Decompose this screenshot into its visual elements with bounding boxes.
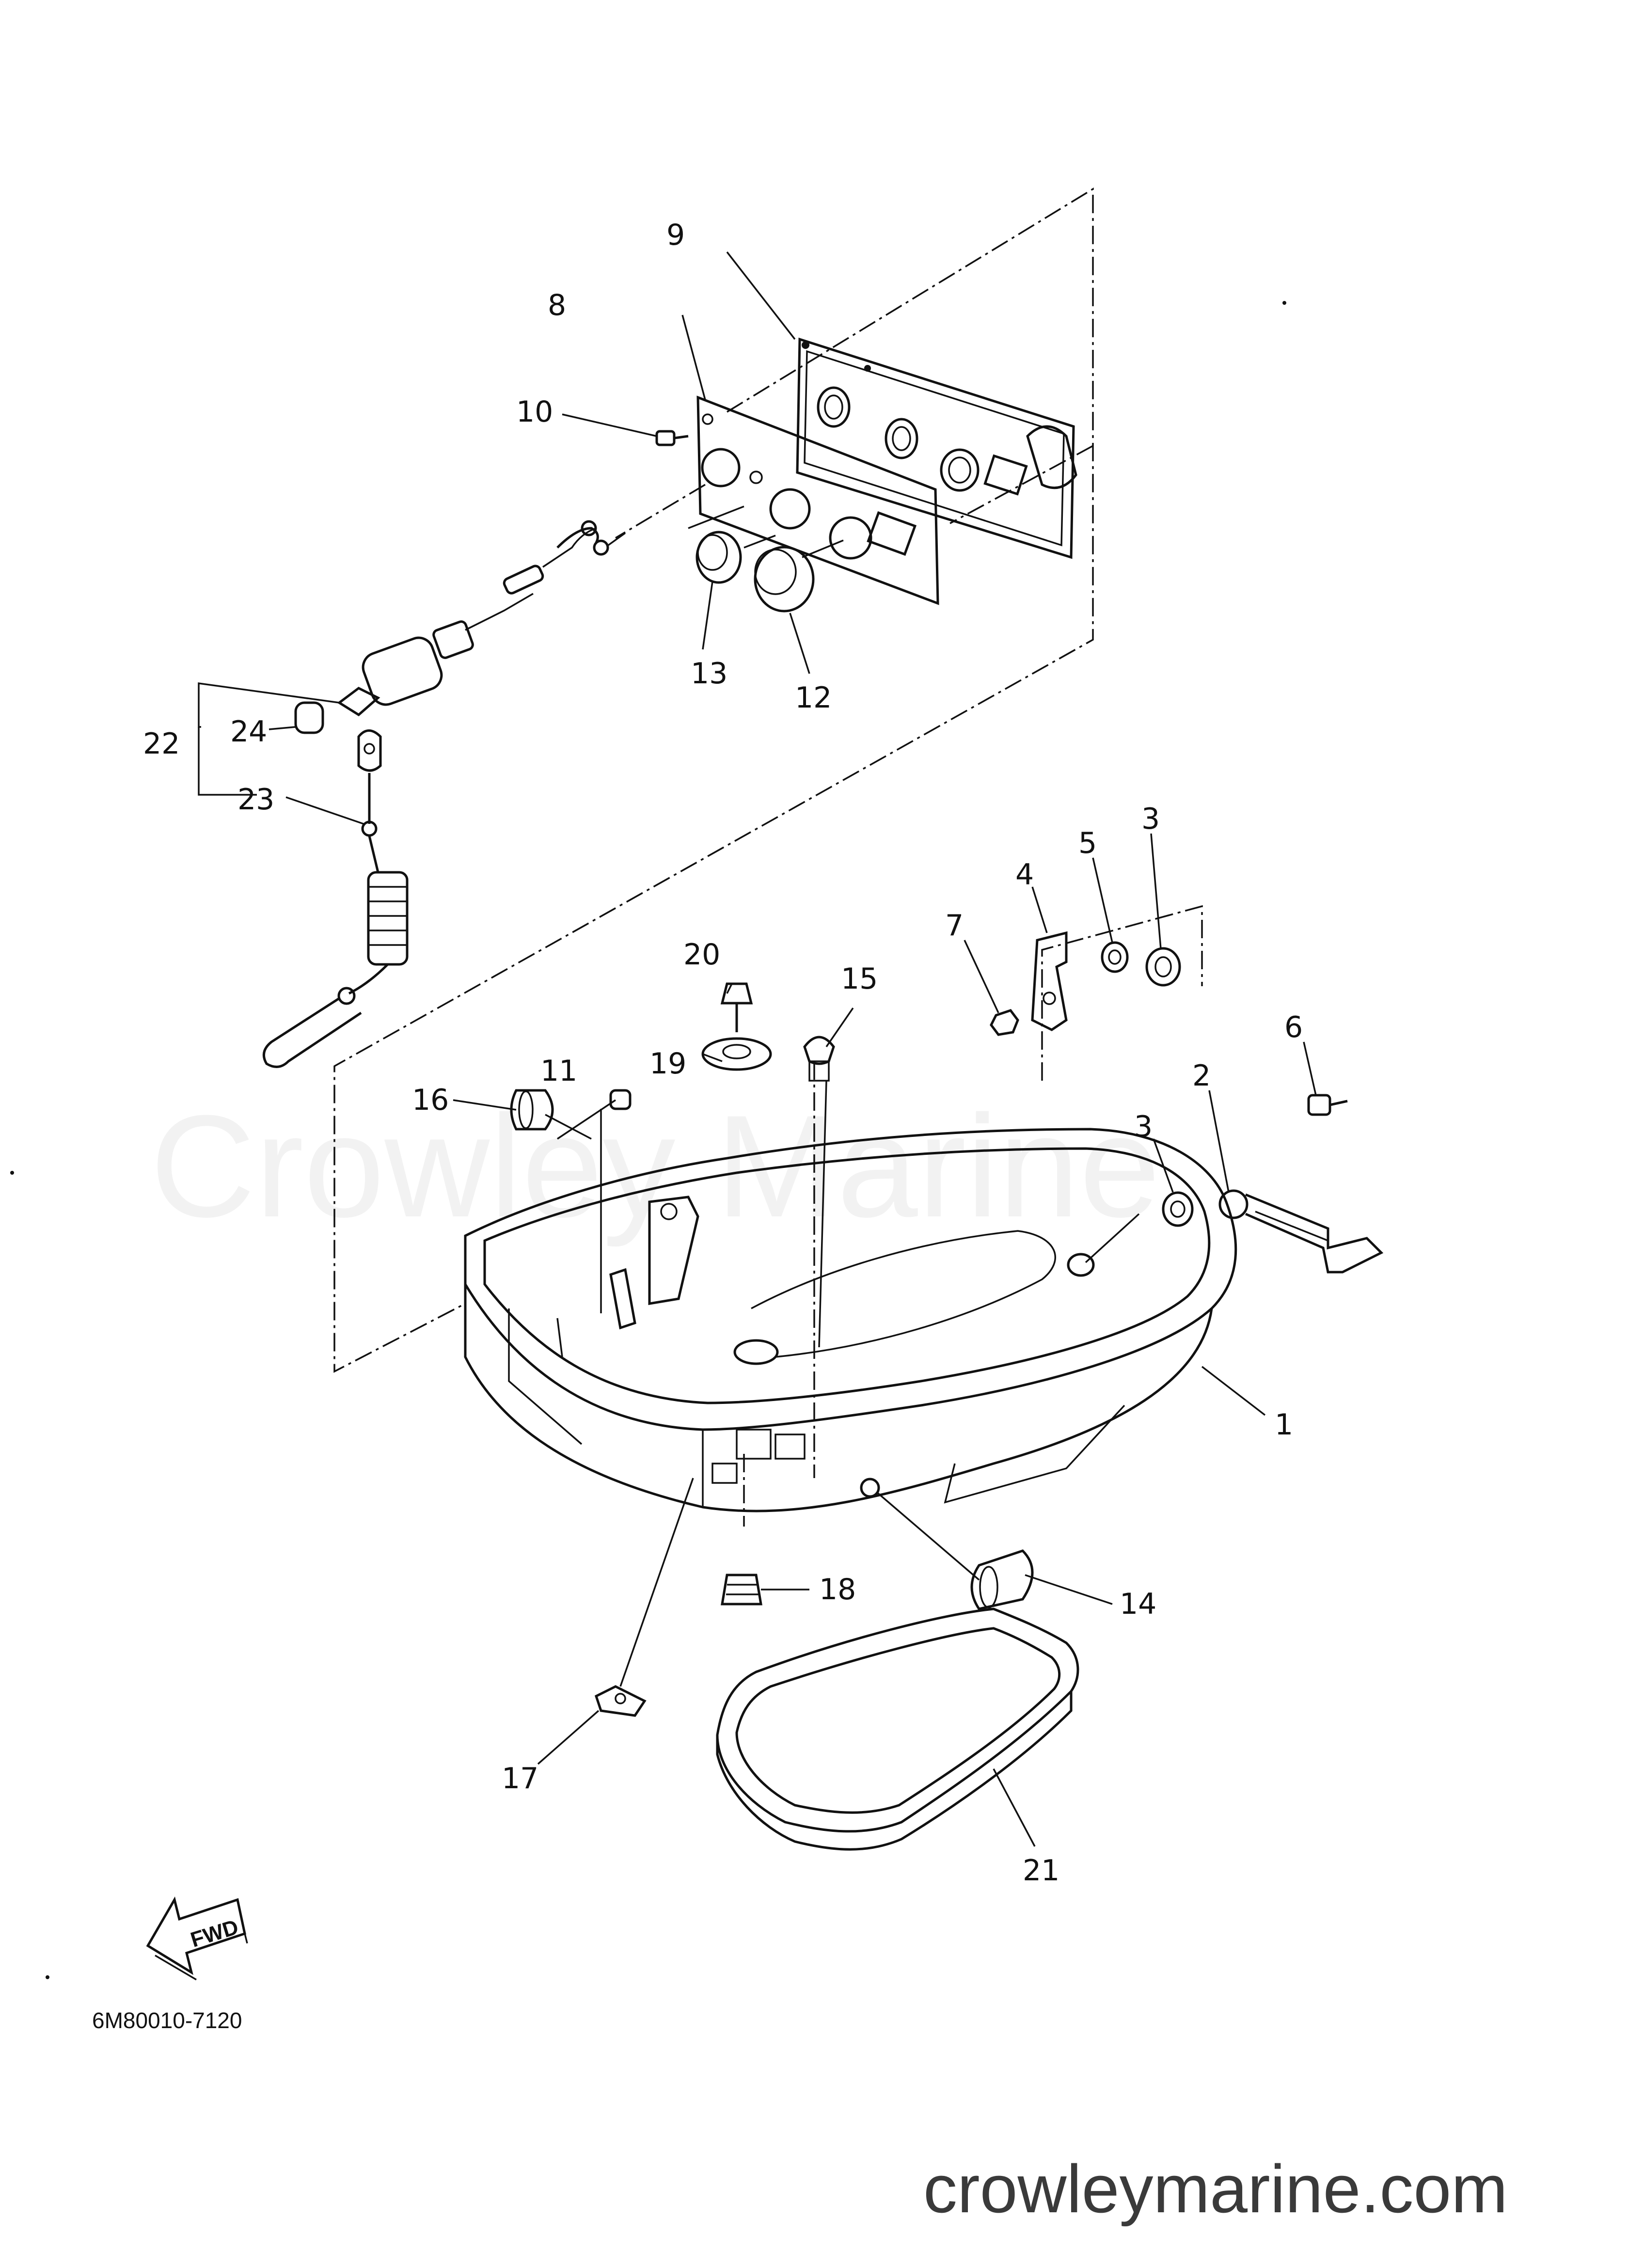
callout-11: 11 bbox=[540, 1054, 577, 1088]
callout-13: 13 bbox=[691, 657, 727, 691]
lanyard-23 bbox=[262, 729, 409, 1068]
callout-8: 8 bbox=[548, 288, 566, 322]
callout-12: 12 bbox=[795, 681, 832, 715]
bottom-cowling-1 bbox=[464, 1128, 1237, 1512]
callout-22: 22 bbox=[143, 727, 180, 761]
callout-17: 17 bbox=[502, 1762, 538, 1796]
grommet-18 bbox=[721, 1574, 762, 1606]
screw-10 bbox=[655, 430, 689, 446]
nut-7 bbox=[990, 1009, 1019, 1036]
stop-switch-22 bbox=[337, 520, 626, 717]
grommet-15 bbox=[803, 1036, 835, 1082]
callout-14: 14 bbox=[1120, 1587, 1156, 1621]
diagram-code: 6M80010-7120 bbox=[92, 2008, 242, 2033]
callout-16: 16 bbox=[412, 1083, 449, 1117]
cap-12 bbox=[754, 546, 815, 613]
leader-lines bbox=[198, 251, 1317, 1847]
plate-8 bbox=[696, 395, 939, 605]
speck bbox=[10, 1171, 14, 1175]
callout-5: 5 bbox=[1078, 826, 1097, 860]
callout-15: 15 bbox=[841, 962, 878, 996]
clip-17 bbox=[594, 1685, 647, 1717]
callout-1: 1 bbox=[1275, 1408, 1293, 1442]
bolt-6 bbox=[1307, 1094, 1348, 1116]
lever-2 bbox=[1218, 1189, 1384, 1274]
washer-3-lower bbox=[1162, 1191, 1194, 1227]
bracket-4 bbox=[1031, 931, 1068, 1031]
callout-9: 9 bbox=[666, 218, 685, 252]
fwd-label: FWD bbox=[188, 1915, 241, 1952]
plug-16 bbox=[510, 1089, 554, 1131]
callout-20: 20 bbox=[683, 938, 720, 972]
callout-3-lower: 3 bbox=[1134, 1110, 1153, 1144]
washer-19 bbox=[701, 1037, 772, 1071]
plug-14 bbox=[970, 1549, 1034, 1610]
watermark-text: Crowley Marine bbox=[150, 1085, 1160, 1248]
switch-panel-9 bbox=[796, 337, 1077, 559]
callout-4: 4 bbox=[1015, 858, 1034, 892]
callout-24: 24 bbox=[230, 715, 267, 749]
callout-18: 18 bbox=[819, 1573, 856, 1606]
phantom-lines bbox=[333, 187, 1203, 1527]
cap-13 bbox=[696, 531, 742, 584]
fwd-arrow-icon: FWD bbox=[146, 1896, 248, 1981]
callout-21: 21 bbox=[1023, 1854, 1059, 1888]
speck bbox=[1282, 301, 1286, 305]
callout-23: 23 bbox=[237, 783, 274, 817]
callout-19: 19 bbox=[649, 1047, 686, 1081]
site-footer: crowleymarine.com bbox=[923, 2151, 1508, 2227]
callout-7: 7 bbox=[945, 909, 964, 943]
bushing-5 bbox=[1101, 941, 1129, 973]
gasket-21 bbox=[716, 1607, 1079, 1851]
callout-3-top: 3 bbox=[1141, 802, 1160, 836]
callout-6: 6 bbox=[1284, 1010, 1303, 1044]
nut-11 bbox=[609, 1089, 632, 1110]
cap-24 bbox=[294, 701, 324, 734]
washer-3-top bbox=[1145, 947, 1181, 987]
speck bbox=[46, 1975, 49, 1979]
callout-labels: 1 2 3 3 4 5 6 7 8 9 10 11 12 13 14 15 16… bbox=[143, 218, 1303, 1888]
callout-10: 10 bbox=[516, 395, 553, 429]
callout-2: 2 bbox=[1192, 1059, 1211, 1093]
screw-20 bbox=[720, 982, 753, 1032]
